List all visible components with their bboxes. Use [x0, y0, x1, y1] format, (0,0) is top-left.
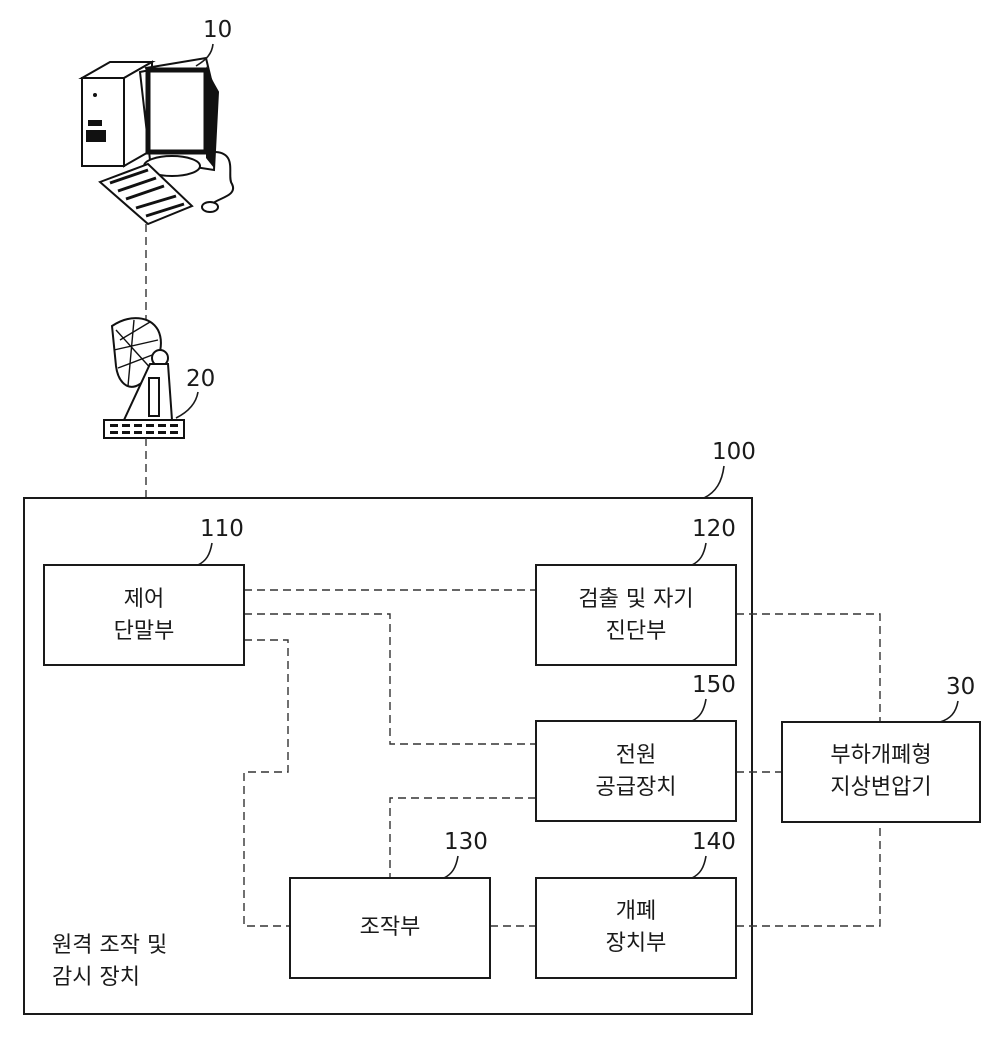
control-terminal-line2: 단말부: [114, 619, 175, 644]
detection-unit-block: 검출 및 자기 진단부: [536, 565, 736, 665]
control-terminal-ref: 110: [200, 516, 244, 542]
operation-unit-line1: 조작부: [360, 915, 421, 940]
transformer-block: 부하개폐형 지상변압기: [782, 722, 980, 822]
control-terminal-line1: 제어: [124, 587, 164, 612]
switch-unit-line1: 개폐: [616, 899, 656, 924]
control-terminal-block: 제어 단말부: [44, 565, 244, 665]
computer-icon: [82, 58, 233, 224]
detection-unit-line2: 진단부: [606, 619, 667, 644]
antenna-ref: 20: [186, 366, 215, 392]
switch-unit-line2: 장치부: [606, 931, 667, 956]
power-supply-block: 전원 공급장치: [536, 721, 736, 821]
switch-unit-ref: 140: [692, 829, 736, 855]
operation-unit-block: 조작부: [290, 878, 490, 978]
power-supply-line1: 전원: [616, 743, 656, 768]
detection-unit-line1: 검출 및 자기: [578, 587, 693, 612]
transformer-ref: 30: [946, 674, 975, 700]
operation-unit-ref: 130: [444, 829, 488, 855]
transformer-leader-line: [940, 701, 958, 722]
device-ref: 100: [712, 439, 756, 465]
switch-unit-block: 개폐 장치부: [536, 878, 736, 978]
power-supply-ref: 150: [692, 672, 736, 698]
antenna-icon: [104, 318, 184, 438]
detection-unit-ref: 120: [692, 516, 736, 542]
transformer-line1: 부하개폐형: [830, 743, 931, 768]
power-supply-line2: 공급장치: [596, 775, 677, 800]
device-label-line1: 원격 조작 및: [52, 933, 167, 958]
transformer-line2: 지상변압기: [830, 775, 931, 800]
computer-ref: 10: [203, 17, 232, 43]
device-label-line2: 감시 장치: [52, 965, 140, 990]
antenna-leader-line: [176, 392, 198, 418]
device-leader-line: [704, 466, 724, 498]
